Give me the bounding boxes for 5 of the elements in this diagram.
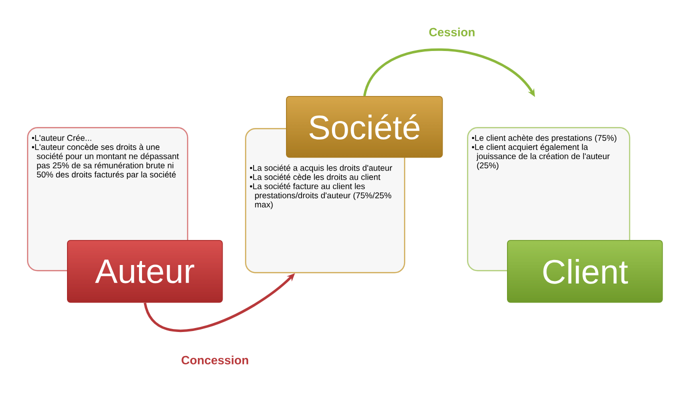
- title-box: Client: [507, 240, 663, 303]
- title-box: Auteur: [67, 240, 223, 303]
- edge-label: Cession: [429, 28, 475, 36]
- title-box: Société: [286, 96, 443, 158]
- edge-label: Concession: [182, 356, 248, 364]
